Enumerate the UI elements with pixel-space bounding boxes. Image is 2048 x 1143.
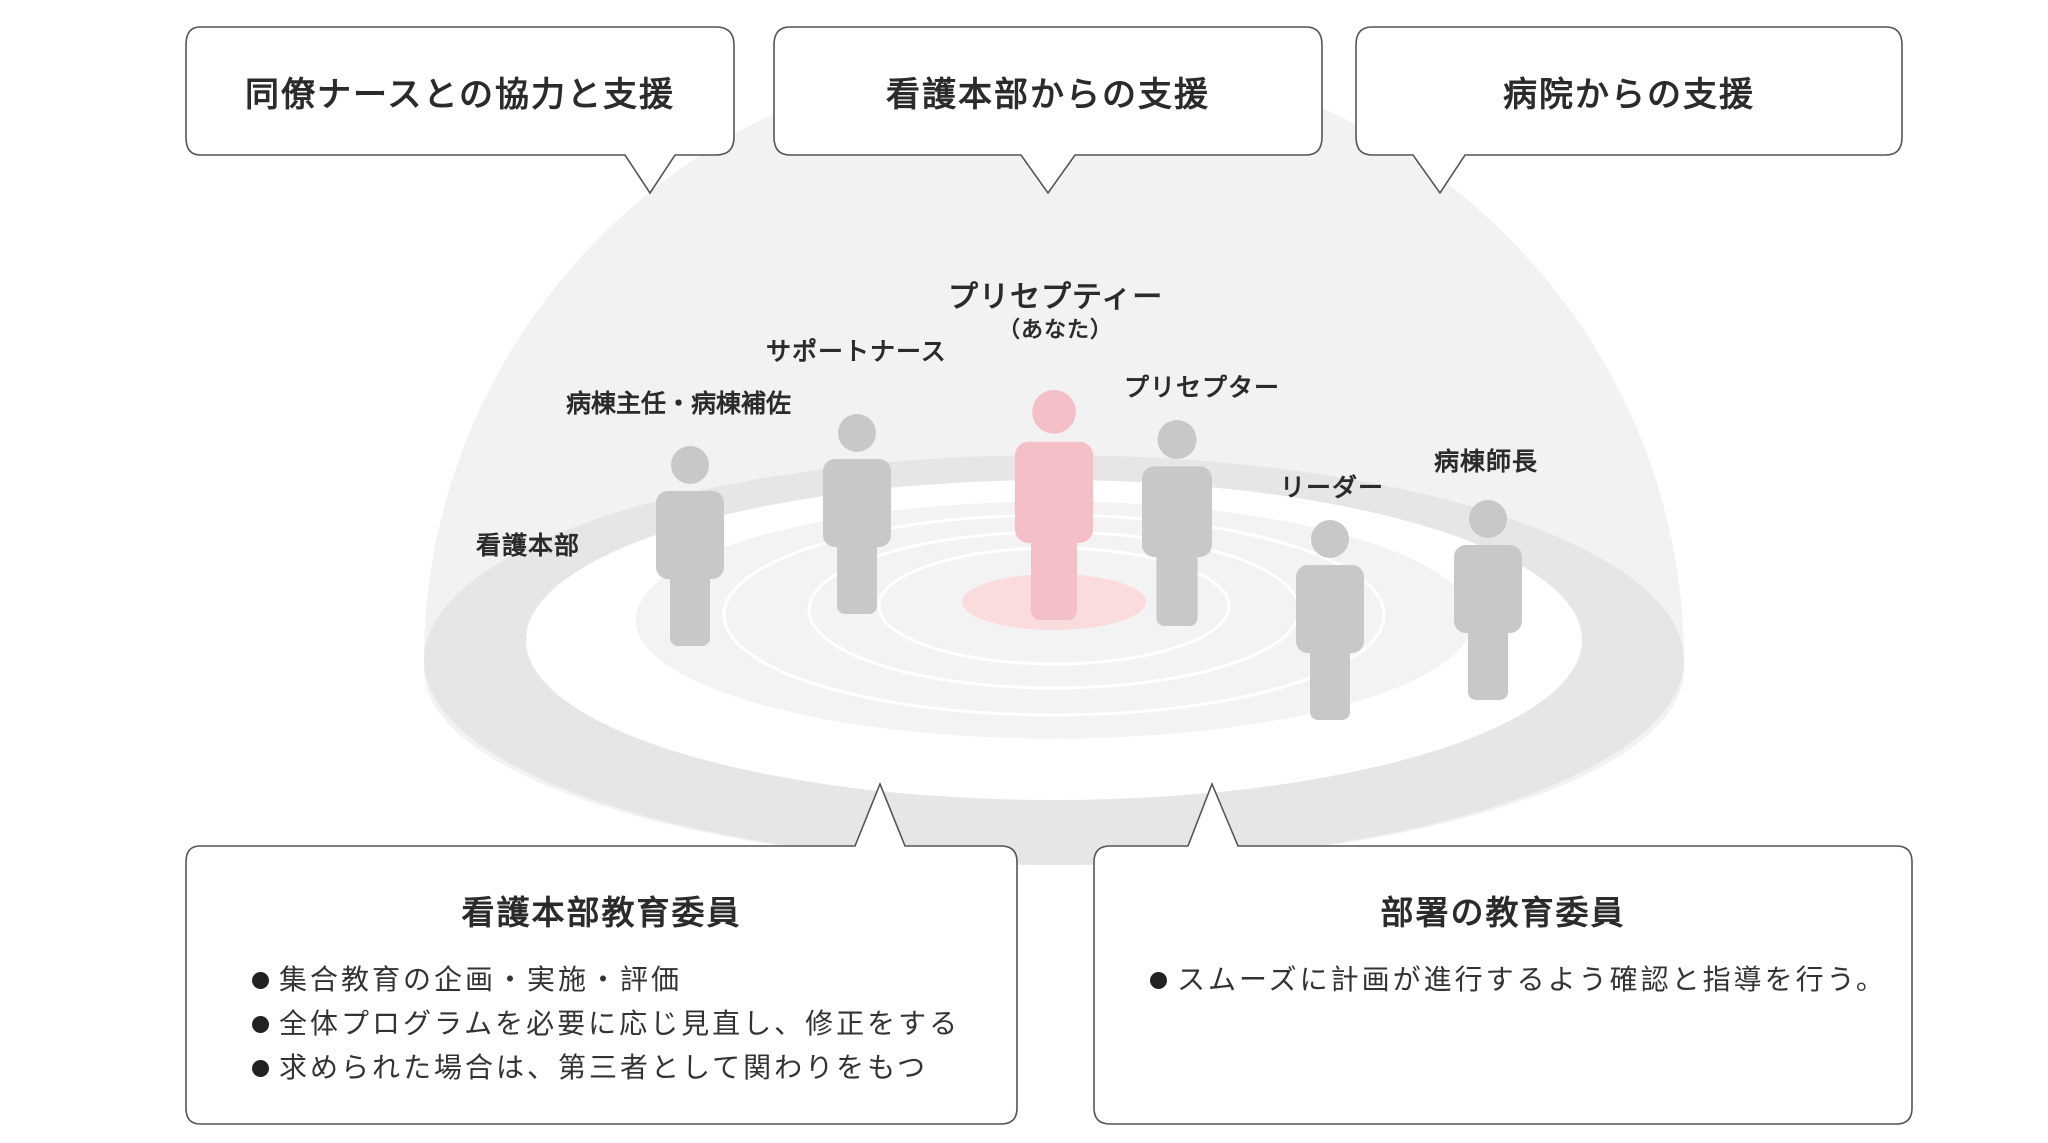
figure-head bbox=[1032, 390, 1076, 434]
bullet-icon bbox=[252, 971, 269, 989]
ward-chief-label: 病棟主任・病棟補佐 bbox=[566, 389, 792, 418]
figure-legs bbox=[1031, 528, 1077, 620]
unit-committee-title: 部署の教育委員 bbox=[1380, 893, 1626, 932]
unit-committee-list: スムーズに計画が進行するよう確認と指導を行う。 bbox=[1150, 958, 1887, 1002]
list-item: 集合教育の企画・実施・評価 bbox=[252, 958, 960, 1002]
ward-chief-figure bbox=[656, 446, 724, 646]
figure-head bbox=[1469, 500, 1507, 538]
head-nurse-figure bbox=[1454, 500, 1522, 700]
bubble-dept-committee bbox=[185, 781, 1018, 1125]
dept-committee-list: 集合教育の企画・実施・評価 全体プログラムを必要に応じ見直し、修正をする 求めら… bbox=[252, 958, 960, 1090]
bubble-hospital bbox=[1355, 26, 1903, 195]
head-nurse-label: 病棟師長 bbox=[1434, 447, 1539, 476]
dept-committee-title: 看護本部教育委員 bbox=[461, 893, 742, 932]
list-item: スムーズに計画が進行するよう確認と指導を行う。 bbox=[1150, 958, 1887, 1002]
bullet-icon bbox=[252, 1015, 269, 1033]
list-item-text: スムーズに計画が進行するよう確認と指導を行う。 bbox=[1177, 963, 1887, 996]
colleague-support-label: 同僚ナースとの協力と支援 bbox=[245, 74, 675, 115]
bubble-colleagues bbox=[185, 26, 735, 195]
list-item: 求められた場合は、第三者として関わりをもつ bbox=[252, 1046, 960, 1090]
preceptee-sub-label: （あなた） bbox=[998, 318, 1114, 343]
nursing-dept-label: 看護本部 bbox=[476, 531, 581, 560]
figure-legs bbox=[670, 566, 710, 646]
figure-legs bbox=[1310, 640, 1350, 720]
figure-legs bbox=[1156, 543, 1198, 626]
figure-body bbox=[1014, 441, 1094, 543]
dept-committee-box: 看護本部教育委員 集合教育の企画・実施・評価 全体プログラムを必要に応じ見直し、… bbox=[186, 846, 1017, 1124]
list-item: 全体プログラムを必要に応じ見直し、修正をする bbox=[252, 1002, 960, 1046]
figure-head bbox=[1311, 520, 1349, 558]
bubble-nursing-dept bbox=[773, 26, 1323, 195]
figure-body bbox=[1141, 466, 1213, 557]
list-item-text: 全体プログラムを必要に応じ見直し、修正をする bbox=[279, 1007, 961, 1040]
support-nurse-figure bbox=[823, 414, 891, 614]
figure-legs bbox=[1468, 620, 1508, 700]
unit-committee-box: 部署の教育委員 スムーズに計画が進行するよう確認と指導を行う。 bbox=[1094, 846, 1912, 1124]
leader-figure bbox=[1296, 520, 1364, 720]
figure-head bbox=[671, 446, 709, 484]
preceptor-label: プリセプター bbox=[1124, 373, 1281, 402]
figure-body bbox=[1296, 565, 1364, 653]
list-item-text: 集合教育の企画・実施・評価 bbox=[279, 963, 683, 996]
figure-head bbox=[1157, 420, 1197, 460]
bubble-unit-committee bbox=[1093, 781, 1913, 1125]
leader-label: リーダー bbox=[1280, 473, 1385, 502]
list-item-text: 求められた場合は、第三者として関わりをもつ bbox=[279, 1051, 929, 1084]
figure-legs bbox=[837, 534, 877, 614]
figure-head bbox=[838, 414, 876, 452]
figure-body bbox=[1454, 545, 1522, 633]
support-nurse-label: サポートナース bbox=[766, 337, 947, 366]
hospital-support-label: 病院からの支援 bbox=[1503, 74, 1755, 115]
figure-body bbox=[656, 491, 724, 579]
preceptee-label: プリセプティー bbox=[948, 280, 1164, 315]
figure-body bbox=[823, 459, 891, 547]
bullet-icon bbox=[252, 1059, 269, 1077]
preceptor-figure bbox=[1141, 420, 1213, 626]
nursing-dept-support-label: 看護本部からの支援 bbox=[886, 74, 1210, 115]
preceptee-figure bbox=[1014, 390, 1094, 620]
bullet-icon bbox=[1150, 971, 1167, 989]
